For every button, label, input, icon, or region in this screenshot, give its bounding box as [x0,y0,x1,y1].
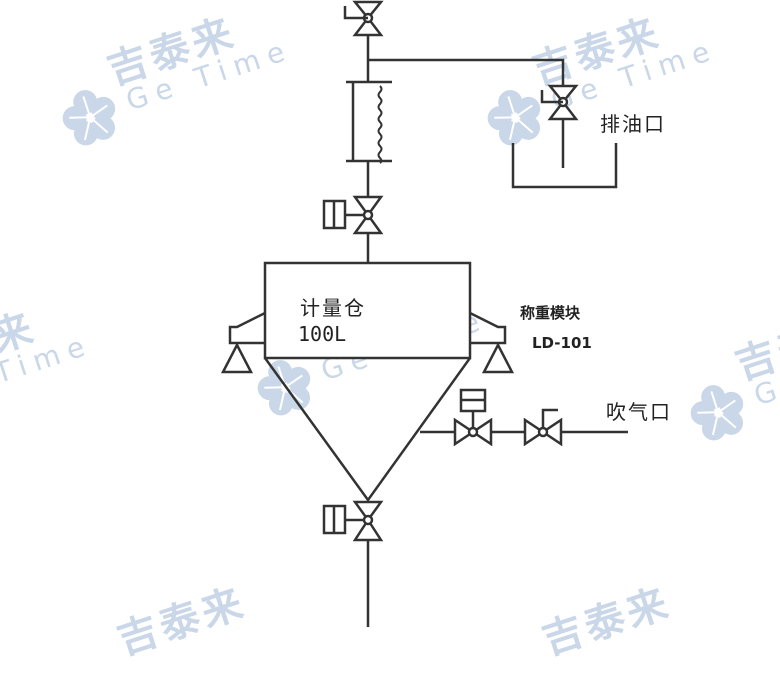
top-manual-valve-icon[interactable] [343,0,384,37]
load-cell-right-icon [469,311,515,374]
tank-cone [263,357,472,503]
drain-manual-valve-icon[interactable] [540,84,579,121]
inlet-pneumatic-valve-icon[interactable] [322,195,384,235]
filter-icon [346,80,392,164]
tank-volume-label: 100L [298,322,347,346]
load-cell-model-label: LD-101 [532,334,592,352]
tank-name-label: 计量仓 [300,296,366,320]
blow-port-label: 吹气口 [606,400,672,424]
pipe-drain-branch [368,58,565,86]
process-diagram [220,0,628,627]
metering-tank [263,261,472,360]
load-cell-left-icon [220,311,266,374]
drain-tray [511,143,618,189]
blow-pneumatic-valve-icon[interactable] [453,388,493,447]
oil-drain-label: 排油口 [600,112,666,136]
blow-manual-valve-icon[interactable] [523,408,563,447]
load-cell-name-label: 称重模块 [520,304,581,322]
outlet-pneumatic-valve-icon[interactable] [322,500,384,542]
